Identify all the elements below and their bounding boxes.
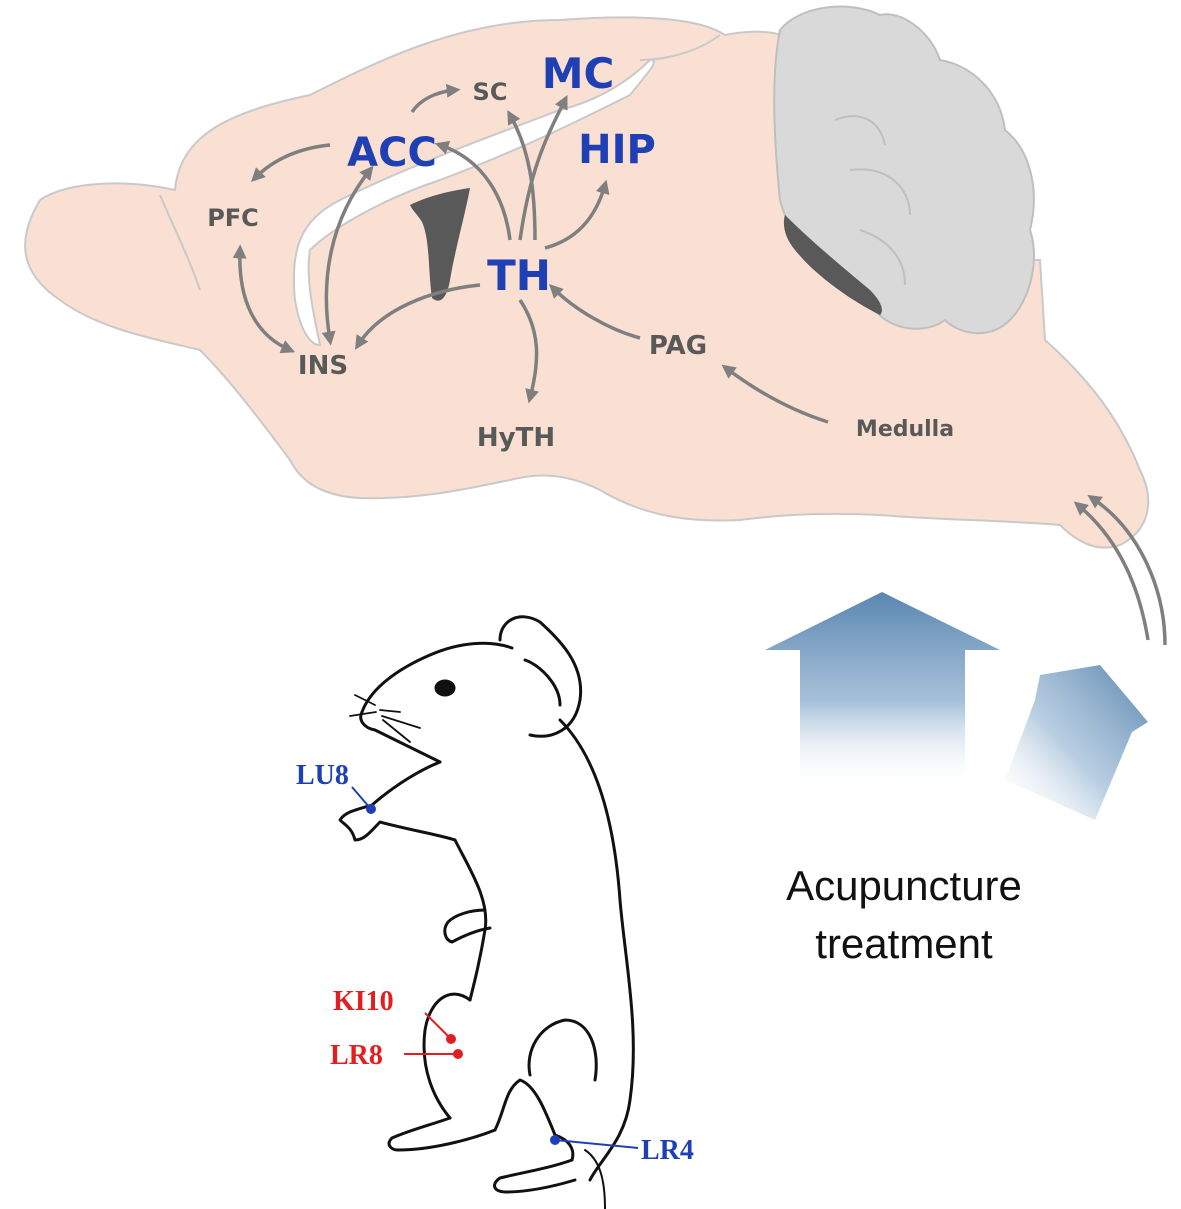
arrow-ins-to-pfc [232,244,296,354]
arrow-pag-to-th [549,284,641,340]
label-pag: PAG [649,331,707,361]
label-lr4: LR4 [641,1135,694,1166]
label-ins: INS [298,351,348,381]
brain-region-labels: SC MC ACC HIP PFC TH INS PAG HyTH Medull… [207,49,954,453]
rat-ear [498,615,583,738]
arrow-acc-to-pfc [251,143,331,182]
arrow-medulla-to-pag [721,364,829,424]
treatment-arrow-diagonal [1005,665,1148,820]
label-acc: ACC [347,130,437,176]
arrow-th-to-sc [507,110,537,241]
label-ki10: KI10 [333,986,394,1017]
leader-lr4 [554,1139,639,1149]
treatment-arrows [765,592,1148,820]
rat-head [360,641,514,714]
label-th: TH [487,251,551,300]
label-lu8: LU8 [296,760,349,791]
acupoint-ki10-dot [446,1034,456,1044]
cerebellum-fold-3 [859,229,906,286]
spinal-ascending-arrows [1073,494,1167,646]
acupoint-labels: LU8 KI10 LR8 LR4 [296,760,694,1166]
acupoint-lr8-dot [453,1049,463,1059]
rat-second-hand [443,908,492,944]
circuit-arrows [232,83,829,424]
arrow-acc-to-sc [410,83,461,114]
rat-thigh [422,992,472,1120]
lateral-ventricle [410,188,470,301]
label-medulla: Medulla [856,417,954,442]
rat-hind-leg [493,1078,575,1162]
treatment-caption: Acupuncture treatment [786,862,1022,967]
arrow-th-to-hip [544,179,610,250]
arrow-th-to-acc [434,141,512,241]
rat-eye [434,679,456,697]
label-lr8: LR8 [330,1040,383,1071]
treatment-arrow-up [765,592,1000,790]
rat-leg-contour [527,1018,598,1082]
caption-line-1: Acupuncture [786,862,1022,909]
olfactory-bulb-boundary [159,194,201,291]
acupoint-lr4-dot [550,1135,560,1145]
rat-belly [453,838,488,1002]
rat-illustration [338,615,635,1209]
arrow-th-to-mc [518,94,568,241]
acupoint-lu8-dot [366,804,376,814]
label-hip: HIP [578,127,656,173]
rat-tail [584,1149,606,1209]
label-pfc: PFC [207,204,259,232]
rat-snout [359,710,442,764]
rat-left-foot [387,1116,497,1152]
rat-ear-inner [523,658,562,707]
rat-front-arm [338,760,457,842]
cerebellum-fold-2 [849,168,911,216]
rat-right-foot [493,1158,577,1194]
arrow-ins-to-acc [321,165,374,346]
fourth-ventricle [783,215,882,315]
label-hyth: HyTH [477,423,555,453]
label-mc: MC [542,49,615,98]
acupoint-markers [351,786,639,1149]
rat-back [558,718,635,1182]
arrow-th-to-hyth [518,299,539,404]
rat-whiskers [349,694,421,743]
spinal-arrow-left [1073,501,1150,641]
leader-lu8 [351,786,371,809]
caption-line-2: treatment [815,920,993,967]
leader-ki10 [424,1012,451,1039]
spinal-arrow-right [1087,494,1167,646]
label-sc: SC [473,78,508,106]
cerebellum-fold-1 [834,115,886,146]
